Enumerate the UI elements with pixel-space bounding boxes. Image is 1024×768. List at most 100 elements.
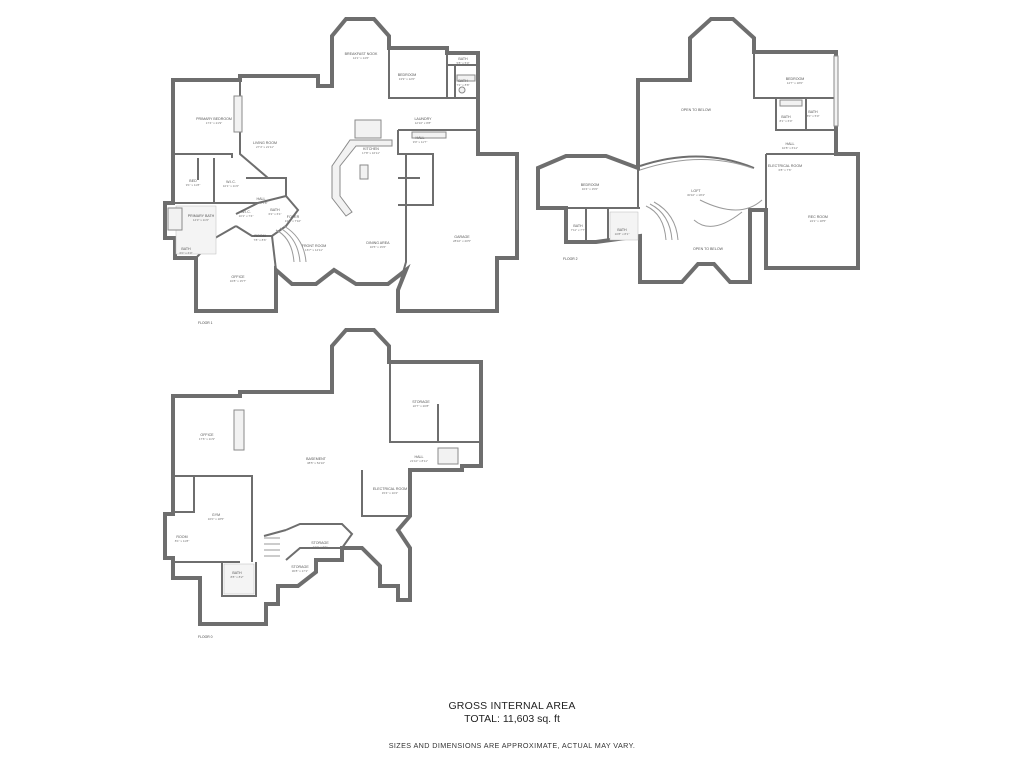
- room-label-w-i-c: W.I.C.: [226, 180, 236, 184]
- room-dimensions: 27'4" x 21'11": [256, 145, 274, 149]
- room-label-open-to-below: OPEN TO BELOW: [693, 247, 724, 251]
- room-label-breakfast-nook: BREAKFAST NOOK: [345, 52, 378, 56]
- room-label-bath: BATH: [181, 247, 191, 251]
- bath-vanity: [456, 74, 476, 82]
- room-label-garage: GARAGE: [454, 235, 470, 239]
- room-dimensions: 10'8" x 6'11": [782, 146, 798, 150]
- room-dimensions: 7'8" x 8'6": [253, 238, 266, 242]
- room-label-electrical-room: ELECTRICAL ROOM: [373, 487, 407, 491]
- room-label-storage: STORAGE: [412, 400, 430, 404]
- room-label-bath: BATH: [573, 224, 583, 228]
- floor-0-stair: [264, 537, 280, 557]
- room-label-gym: GYM: [212, 513, 220, 517]
- room-dimensions: 12'10" x 8'8": [415, 121, 431, 125]
- room-dimensions: 17'6" x 11'9": [199, 437, 215, 441]
- kitchen-island-sink: [359, 164, 369, 180]
- room-dimensions: 6'8" x 7'6": [778, 168, 791, 172]
- room-dimensions: 16'4" x 15'0": [582, 187, 598, 191]
- floor-2-dark-wall: [833, 55, 839, 127]
- room-label-storage: STORAGE: [291, 565, 309, 569]
- room-dimensions: 6'0" x 6'0": [179, 251, 192, 255]
- kitchen-counter: [331, 139, 393, 217]
- kitchen-island: [354, 119, 382, 139]
- room-label-office: OFFICE: [200, 433, 214, 437]
- room-label-w-i-c: W.I.C.: [241, 210, 251, 214]
- total-area: TOTAL: 11,603 sq. ft: [464, 713, 560, 725]
- room-label-bed: BED: [189, 179, 197, 183]
- room-label-bedroom: BEDROOM: [581, 183, 600, 187]
- room-label-primary-bath: PRIMARY BATH: [188, 214, 215, 218]
- room-dimensions: 7'2" x 8'8": [456, 83, 469, 87]
- room-dimensions: 21'10" x 8'11": [410, 459, 428, 463]
- room-label-living-room: LIVING ROOM: [253, 141, 277, 145]
- room-dimensions: 8'1" x 6'0": [779, 119, 792, 123]
- room-label-hall: HALL: [415, 455, 424, 459]
- room-dimensions: 9'1" x 5'8": [254, 201, 267, 205]
- room-label-room: ROOM: [254, 234, 265, 238]
- primary-built-in: [233, 95, 243, 133]
- room-label-electrical-room: ELECTRICAL ROOM: [768, 164, 802, 168]
- room-label-front-room: FRONT ROOM: [302, 244, 327, 248]
- room-label-bedroom: BEDROOM: [398, 73, 417, 77]
- room-dimensions: 22'7" x 20'8": [413, 404, 429, 408]
- room-label-bath: BATH: [458, 79, 468, 83]
- room-label-bath: BATH: [458, 57, 468, 61]
- loft-railing: [639, 158, 753, 227]
- room-dimensions: 13'1" x 7'10": [285, 219, 301, 223]
- room-dimensions: 38'5" x 54'10": [307, 461, 325, 465]
- floor-2-stair: [645, 201, 679, 241]
- room-label-bath: BATH: [270, 208, 280, 212]
- room-dimensions: 14'7" x 18'0": [787, 81, 803, 85]
- room-dimensions: 16'0" x 18'5": [208, 517, 224, 521]
- room-dimensions: 6'2" x 6'1": [268, 212, 281, 216]
- room-dimensions: 10'1" x 7'4": [239, 214, 254, 218]
- room-label-office: OFFICE: [231, 275, 245, 279]
- room-label-hall: HALL: [257, 197, 266, 201]
- room-dimensions: 8'8" x 8'2": [230, 575, 243, 579]
- room-dimensions: 17'8" x 16'11": [362, 151, 380, 155]
- garage-door-marks: [470, 180, 518, 312]
- room-label-basement: BASEMENT: [306, 457, 327, 461]
- room-dimensions: 12'1" x 7'2": [313, 545, 328, 549]
- disclaimer: SIZES AND DIMENSIONS ARE APPROXIMATE, AC…: [388, 741, 636, 750]
- room-label-dining-area: DINING AREA: [366, 241, 390, 245]
- room-label-bedroom: BEDROOM: [786, 77, 805, 81]
- room-dimensions: 24'1" x 18'5": [810, 219, 826, 223]
- room-dimensions: 8'1" x 11'8": [175, 539, 190, 543]
- floor-2-interior-walls: [566, 52, 836, 242]
- room-label-laundry: LAUNDRY: [414, 117, 432, 121]
- room-dimensions: 17'4" x 21'9": [206, 121, 222, 125]
- room-label-storage: STORAGE: [311, 541, 329, 545]
- room-dimensions: 16'7" x 14'11": [305, 248, 323, 252]
- room-dimensions: 7'11" x 7'7": [571, 228, 586, 232]
- room-dimensions: 15'4" x 10'2": [382, 491, 398, 495]
- room-dimensions: 10'8" x 8'1": [615, 232, 630, 236]
- room-label-hall: HALL: [786, 142, 795, 146]
- room-label-open-to-below: OPEN TO BELOW: [681, 108, 712, 112]
- floor-0-label: FLOOR 0: [198, 635, 213, 639]
- room-label-bath: BATH: [617, 228, 627, 232]
- floor-2-outline: [536, 17, 860, 284]
- floor-2-vanity: [779, 99, 803, 107]
- room-dimensions: 10'1" x 11'6": [223, 184, 239, 188]
- room-dimensions: 8'0" x 5'0": [806, 114, 819, 118]
- room-label-hall: HALL: [416, 136, 425, 140]
- room-dimensions: 5'8" x 5'0": [456, 61, 469, 65]
- room-label-room: ROOM: [176, 535, 187, 539]
- room-dimensions: 14'3" x 11'6": [193, 218, 209, 222]
- primary-tub: [167, 207, 183, 231]
- room-label-bath: BATH: [781, 115, 791, 119]
- room-dimensions: 14'1" x 14'6": [353, 56, 369, 60]
- room-label-bath: BATH: [808, 110, 818, 114]
- room-dimensions: 9'1" x 11'8": [186, 183, 201, 187]
- room-label-loft: LOFT: [691, 189, 701, 193]
- floor-0-bath-floor: [223, 563, 255, 595]
- basement-built-in: [233, 409, 245, 451]
- floor-1-label: FLOOR 1: [198, 321, 213, 325]
- floor-0-outline: [163, 328, 483, 626]
- room-label-kitchen: KITCHEN: [363, 147, 379, 151]
- room-dimensions: 30'8" x 17'1": [292, 569, 308, 573]
- floor-1-stair: [275, 225, 307, 263]
